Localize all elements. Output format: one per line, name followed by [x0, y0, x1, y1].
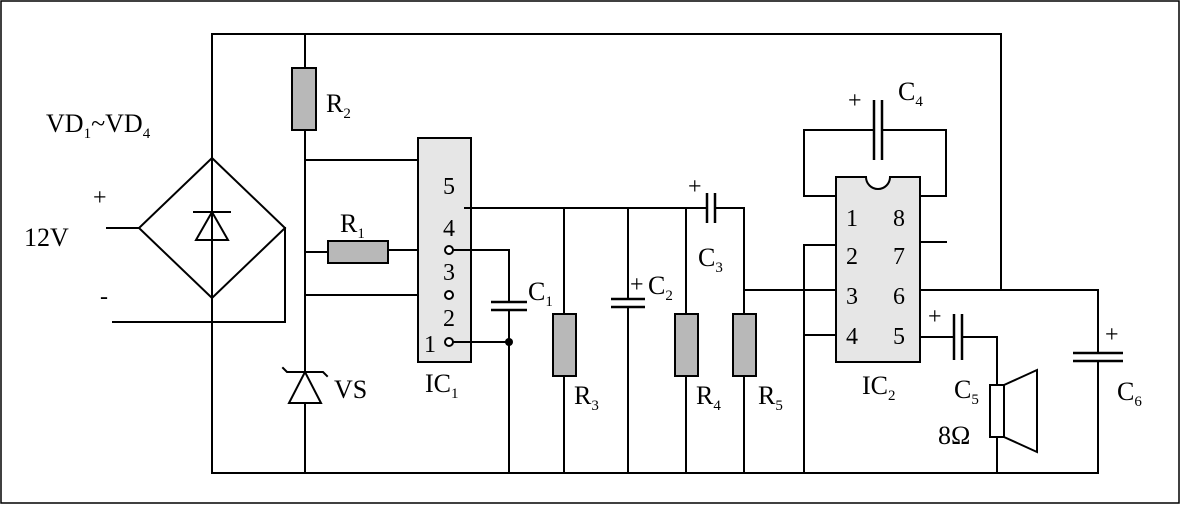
- ic1-pin-4-label: 4: [443, 216, 455, 242]
- c6-plus-sign: +: [1105, 322, 1119, 348]
- ic2-pin-1-label: 1: [846, 206, 858, 232]
- r3-label: R3: [574, 381, 599, 414]
- junction-dot-c1: [505, 338, 513, 346]
- r5-label: R5: [758, 381, 783, 414]
- supply-voltage-label: 12V: [24, 223, 69, 252]
- c3-plus-sign: +: [688, 174, 702, 200]
- c1-label: C1: [528, 277, 553, 310]
- speaker-impedance-label: 8Ω: [938, 421, 970, 450]
- bottom-rail-wiring: [211, 294, 1099, 474]
- c4-right-wire: [881, 129, 947, 197]
- ic2-body: [835, 176, 921, 363]
- resistor-r5: [732, 313, 757, 377]
- capacitor-c6: [1073, 351, 1123, 363]
- speaker-icon: [989, 368, 1038, 454]
- bridge-label: VD1~VD4: [46, 109, 151, 142]
- c4-plus-sign: +: [848, 88, 862, 114]
- c3-label: C3: [698, 243, 723, 276]
- capacitor-c1: [491, 300, 527, 312]
- c4-left-wire: [803, 129, 875, 197]
- ic1-pin-1-label: 1: [424, 332, 436, 358]
- ic1-pin-5-label: 5: [443, 174, 455, 200]
- bridge-rectifier: [106, 156, 287, 323]
- pin4-c1-wire: [452, 249, 510, 303]
- svg-text:VD1~VD4: VD1~VD4: [46, 109, 151, 142]
- r4-label: R4: [696, 381, 721, 414]
- ic2-pin-7-label: 7: [893, 244, 905, 270]
- ic2-label: IC2: [862, 371, 896, 404]
- ic1-label: IC1: [425, 369, 459, 402]
- top-rail-wiring: [211, 33, 1002, 296]
- capacitor-c4: [872, 100, 884, 160]
- ic1-pin-3-label: 3: [443, 260, 455, 286]
- ic2-pin-8-label: 8: [893, 206, 905, 232]
- resistor-r4: [674, 313, 699, 377]
- c6-label: C6: [1117, 377, 1142, 410]
- ic2-pin-2-label: 2: [846, 244, 858, 270]
- ic2-pin-4-label: 4: [846, 324, 858, 350]
- resistor-r3: [552, 313, 577, 377]
- r2-label: R2: [326, 89, 351, 122]
- resistor-r2: [291, 67, 317, 131]
- ic1-pin-1-terminal: [444, 337, 454, 347]
- c3-to-r5-wire: [714, 207, 745, 315]
- ic2-pin-5-label: 5: [893, 324, 905, 350]
- c5-label: C5: [954, 375, 979, 408]
- ic2-pin-3-label: 3: [846, 284, 858, 310]
- c5-plus-sign: +: [928, 304, 942, 330]
- c5-to-speaker-wire: [961, 336, 998, 386]
- resistor-r1: [327, 240, 389, 264]
- zener-diode-vs: [281, 366, 329, 404]
- ic2-pin2-pin4-ground-wire: [803, 244, 837, 474]
- vs-label: VS: [334, 375, 367, 404]
- supply-minus-sign: -: [100, 284, 108, 310]
- c2-label: C2: [648, 271, 673, 304]
- ic2-pin-6-label: 6: [893, 284, 905, 310]
- ic1-pin-2-label: 2: [443, 306, 455, 332]
- r1-label: R1: [340, 209, 365, 242]
- capacitor-c2: [611, 297, 645, 309]
- ic1-pin-4-terminal: [444, 245, 454, 255]
- c4-label: C4: [898, 77, 923, 110]
- ic1-pin-3-terminal: [444, 290, 454, 300]
- capacitor-c5: [952, 314, 964, 360]
- c2-plus-sign: +: [630, 272, 644, 298]
- capacitor-c3: [705, 193, 717, 223]
- supply-plus-sign: +: [93, 185, 107, 211]
